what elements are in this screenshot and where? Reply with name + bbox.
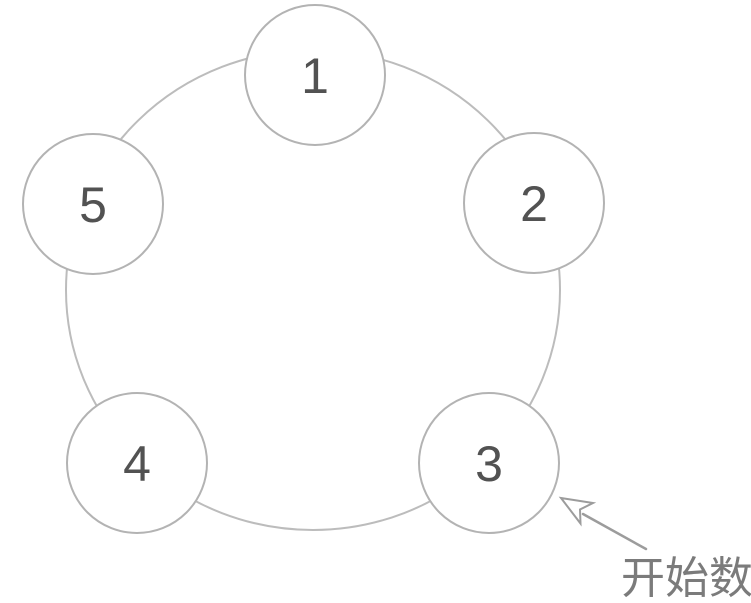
node-4-circle <box>66 392 208 534</box>
annotation-label: 开始数 <box>621 554 751 603</box>
node-5: 5 <box>22 133 164 275</box>
node-4-label: 4 <box>123 436 151 492</box>
node-4: 4 <box>66 392 208 534</box>
node-2: 2 <box>463 132 605 274</box>
node-3-label: 3 <box>475 436 503 492</box>
node-5-label: 5 <box>79 177 107 233</box>
annotation-arrow-icon <box>558 496 648 551</box>
annotation-arrow-shaft <box>581 512 648 551</box>
node-3: 3 <box>418 392 560 534</box>
node-3-circle <box>418 392 560 534</box>
node-2-circle <box>463 132 605 274</box>
annotation-arrow-head <box>558 496 597 527</box>
node-1-label: 1 <box>301 48 329 104</box>
node-2-label: 2 <box>520 176 548 232</box>
node-5-circle <box>22 133 164 275</box>
node-1-circle <box>244 4 386 146</box>
node-1: 1 <box>244 4 386 146</box>
